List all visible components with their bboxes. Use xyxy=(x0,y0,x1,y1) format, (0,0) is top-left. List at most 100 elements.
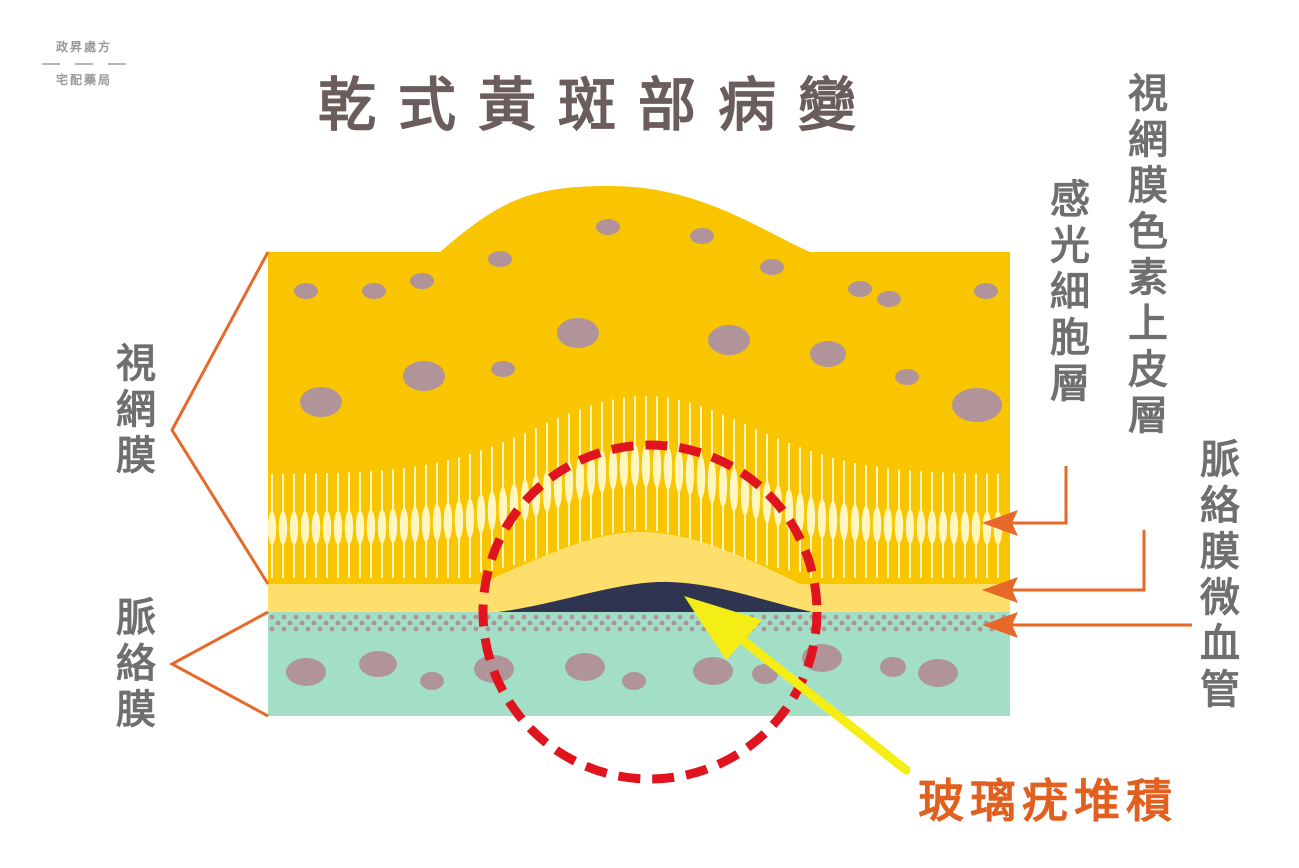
microvessel-dot xyxy=(347,620,353,626)
retina-cell xyxy=(810,341,846,367)
microvessel-dot xyxy=(665,614,671,620)
microvessel-dot xyxy=(821,614,827,620)
choroid-bracket xyxy=(168,610,269,718)
microvessel-dot xyxy=(293,626,299,632)
microvessel-dot xyxy=(875,620,881,626)
photoreceptor-arrowhead xyxy=(982,510,1018,536)
microvessel-dot xyxy=(803,620,809,626)
microvessel-dot xyxy=(641,626,647,632)
microvessel-dot xyxy=(413,626,419,632)
microvessel-dot xyxy=(365,614,371,620)
microvessel-dot xyxy=(299,620,305,626)
microvessel-dot xyxy=(857,626,863,632)
retina-label: 視網膜 xyxy=(109,342,155,480)
microvessel-dot xyxy=(395,620,401,626)
microvessel-dot xyxy=(929,614,935,620)
microvessel-dot xyxy=(473,614,479,620)
diagram-title: 乾式黃斑部病變 xyxy=(318,71,879,139)
drusen-label: 玻璃疣堆積 xyxy=(918,774,1178,828)
retina-cell xyxy=(952,388,1002,422)
choroid-cell xyxy=(752,664,778,684)
logo-line-1: 政昇處方 xyxy=(55,40,112,54)
retina-cell xyxy=(300,387,342,417)
microvessel-dot xyxy=(317,626,323,632)
microvessel-dot xyxy=(893,626,899,632)
retina-cell xyxy=(974,283,998,299)
microvessel-dot xyxy=(437,626,443,632)
microvessel-dot xyxy=(857,614,863,620)
microvessel-dot xyxy=(581,626,587,632)
microvessel-dot xyxy=(989,614,995,620)
microvessel-dot xyxy=(695,620,701,626)
microvessel-dot xyxy=(689,614,695,620)
microvessel-dot xyxy=(611,620,617,626)
microvessel-dot xyxy=(845,614,851,620)
microvessel-dot xyxy=(407,620,413,626)
microvessel-dot xyxy=(419,620,425,626)
choroid-microvessels-label: 脈絡膜微血管 xyxy=(1193,438,1239,714)
retina-cell xyxy=(488,251,512,267)
microvessel-dot xyxy=(569,626,575,632)
microvessel-dot xyxy=(293,614,299,620)
microvessel-dot xyxy=(965,626,971,632)
logo-line-2: 宅配藥局 xyxy=(55,73,112,87)
retina-cell xyxy=(294,283,318,299)
microvessel-dot xyxy=(641,614,647,620)
retina-cell xyxy=(410,273,434,289)
choroid-cell xyxy=(420,672,444,690)
microvessel-dot xyxy=(941,626,947,632)
microvessel-dot xyxy=(965,614,971,620)
microvessel-dot xyxy=(341,614,347,620)
microvessel-dot xyxy=(557,614,563,620)
retina-cell xyxy=(403,361,445,391)
microvessel-dot xyxy=(455,620,461,626)
microvessel-dot xyxy=(449,614,455,620)
rpe-pointer xyxy=(1010,530,1146,592)
microvessel-dot xyxy=(275,620,281,626)
microvessel-dot xyxy=(785,626,791,632)
microvessel-dot xyxy=(425,614,431,620)
microvessel-dot xyxy=(533,614,539,620)
microvessel-dot xyxy=(863,620,869,626)
microvessel-dot xyxy=(425,626,431,632)
microvessel-dot xyxy=(509,626,515,632)
microvessel-dot xyxy=(845,626,851,632)
microvessel-dot xyxy=(677,626,683,632)
microvessel-dot xyxy=(509,614,515,620)
microvessel-dot xyxy=(917,614,923,620)
microvessel-dot xyxy=(497,626,503,632)
retina-cell xyxy=(848,281,872,297)
microvessel-dot xyxy=(593,614,599,620)
microvessel-dot xyxy=(851,620,857,626)
microvessel-dot xyxy=(647,620,653,626)
microvessel-dot xyxy=(401,626,407,632)
microvessel-dot xyxy=(869,614,875,620)
microvessel-dot xyxy=(827,620,833,626)
microvessel-dot xyxy=(515,620,521,626)
microvessel-dot xyxy=(929,626,935,632)
microvessel-dot xyxy=(881,626,887,632)
microvessel-dot xyxy=(923,620,929,626)
microvessel-dot xyxy=(893,614,899,620)
microvessel-dot xyxy=(977,614,983,620)
microvessel-dot xyxy=(953,614,959,620)
microvessel-dot xyxy=(971,620,977,626)
photoreceptor-cells xyxy=(268,396,1003,578)
rpe-layer-label: 視網膜色素上皮層 xyxy=(1121,72,1167,440)
drusen-deposit xyxy=(498,581,812,612)
choroid-cell xyxy=(622,672,646,690)
microvessel-dot xyxy=(413,614,419,620)
microvessel-dot xyxy=(539,620,545,626)
microvessel-dot xyxy=(353,614,359,620)
microvessel-dot xyxy=(959,620,965,626)
microvessel-dot xyxy=(887,620,893,626)
microvessel-dot xyxy=(377,614,383,620)
microvessel-dot xyxy=(545,614,551,620)
microvessel-dot xyxy=(785,614,791,620)
microvessel-dot xyxy=(269,626,275,632)
retina-cell xyxy=(596,219,620,235)
microvessel-dot xyxy=(659,620,665,626)
microvessel-dot xyxy=(593,626,599,632)
microvessel-dot xyxy=(587,620,593,626)
retina-cell xyxy=(491,361,515,377)
